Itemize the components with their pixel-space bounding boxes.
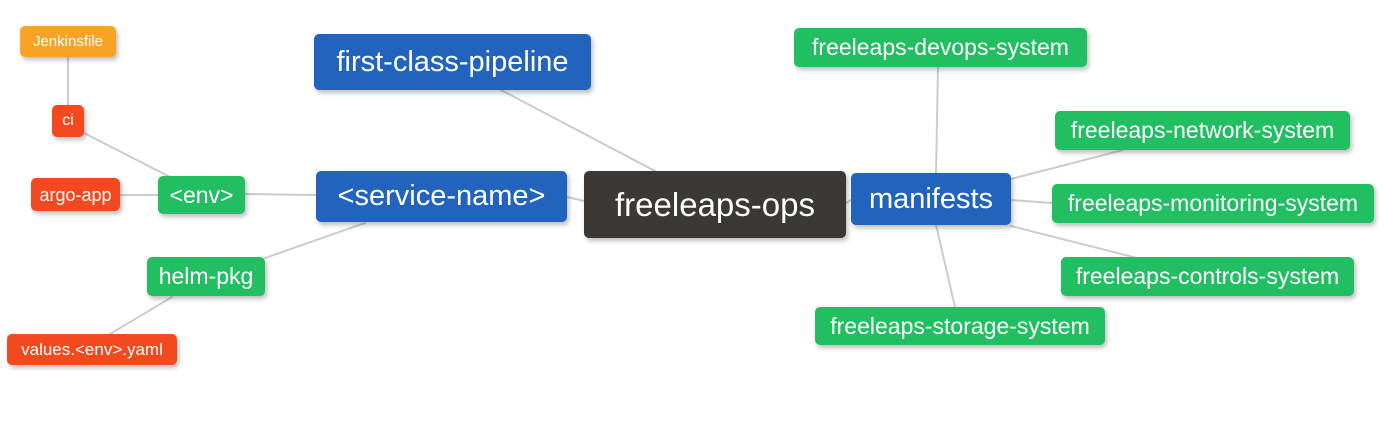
edge-manifests-to-freeleaps-controls-system [1010,225,1138,259]
node-first-class-pipeline[interactable]: first-class-pipeline [314,34,591,90]
edge-ci-to-env [83,132,171,178]
edge-helm-pkg-to-values-env-yaml [109,296,173,335]
edge-env-to-service-name [244,193,317,196]
edge-manifests-to-freeleaps-storage-system [935,224,956,308]
node-freeleaps-ops[interactable]: freeleaps-ops [584,171,846,238]
node-jenkinsfile[interactable]: Jenkinsfile [20,26,116,57]
edge-freeleaps-ops-to-manifests [845,199,852,204]
node-service-name[interactable]: <service-name> [316,171,567,222]
node-helm-pkg[interactable]: helm-pkg [147,257,265,296]
node-ci[interactable]: ci [52,105,84,137]
edge-manifests-to-freeleaps-monitoring-system [1010,199,1053,204]
node-freeleaps-monitoring-system[interactable]: freeleaps-monitoring-system [1052,184,1374,223]
edge-manifests-to-freeleaps-network-system [1010,149,1124,180]
node-values-env-yaml[interactable]: values.<env>.yaml [7,334,177,365]
node-freeleaps-controls-system[interactable]: freeleaps-controls-system [1061,257,1354,296]
node-env[interactable]: <env> [158,176,245,214]
node-freeleaps-devops-system[interactable]: freeleaps-devops-system [794,28,1087,67]
edge-service-name-to-freeleaps-ops [566,196,585,202]
edge-helm-pkg-to-service-name [264,222,366,259]
node-argo-app[interactable]: argo-app [31,178,120,211]
edge-first-class-pipeline-to-freeleaps-ops [500,89,656,172]
node-manifests[interactable]: manifests [851,173,1011,225]
node-freeleaps-network-system[interactable]: freeleaps-network-system [1055,111,1350,150]
node-freeleaps-storage-system[interactable]: freeleaps-storage-system [815,307,1105,345]
edge-manifests-to-freeleaps-devops-system [935,66,939,174]
